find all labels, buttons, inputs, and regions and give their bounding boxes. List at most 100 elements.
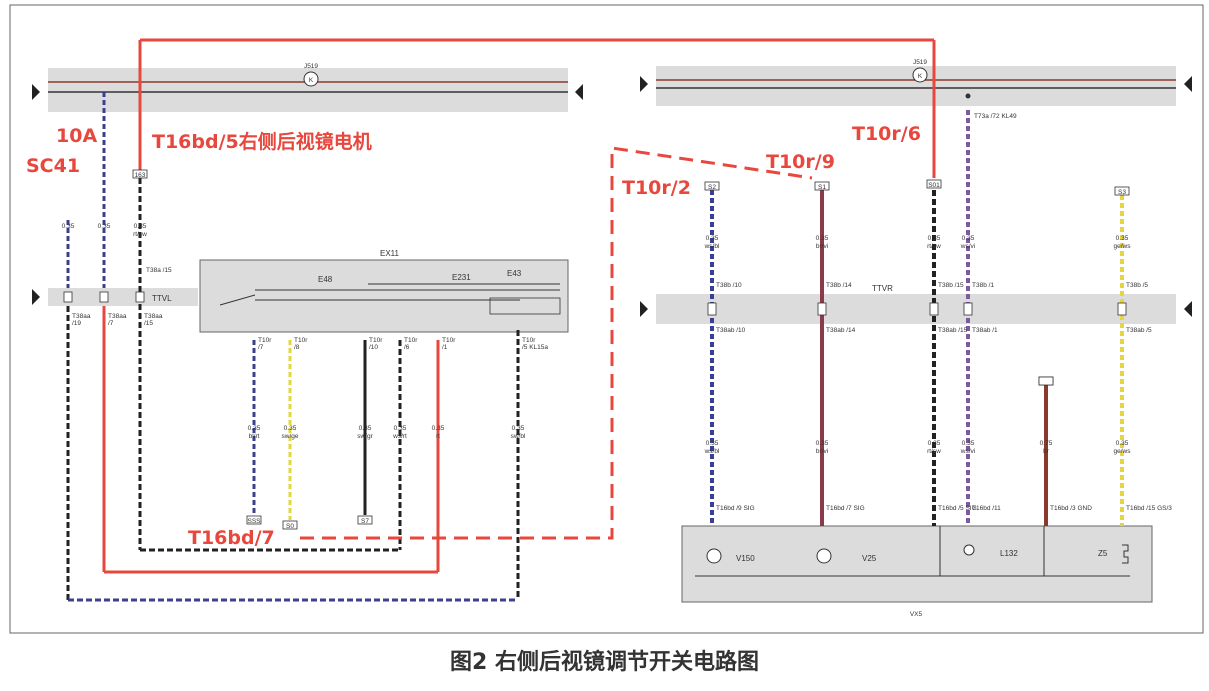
connector-blocks — [63, 291, 1127, 316]
svg-text:T10r: T10r — [294, 337, 308, 344]
svg-text:0.35: 0.35 — [816, 235, 829, 242]
svg-text:T38aa: T38aa — [108, 313, 127, 320]
svg-text:T10r: T10r — [442, 337, 456, 344]
annotation-t16bd5: T16bd/5右侧后视镜电机 — [152, 130, 372, 153]
left-wires: 163 — [66, 38, 936, 602]
svg-text:0.35: 0.35 — [134, 223, 147, 230]
svg-text:bl/rt: bl/rt — [249, 433, 260, 440]
svg-text:br: br — [1043, 448, 1050, 455]
svg-text:0.35: 0.35 — [359, 425, 372, 432]
svg-text:T38ab /14: T38ab /14 — [826, 327, 856, 334]
fuse-current: 10A — [56, 125, 97, 147]
ttvr-connector: TTVR — [640, 284, 1192, 324]
svg-text:0.35: 0.35 — [394, 425, 407, 432]
svg-text:T38ab /5: T38ab /5 — [1126, 327, 1152, 334]
tag-75-box — [1038, 376, 1054, 386]
ttvl-connector: TTVL — [32, 288, 198, 306]
svg-text:T38aa: T38aa — [144, 313, 163, 320]
svg-text:S0: S0 — [286, 523, 294, 530]
svg-text:0.35: 0.35 — [816, 440, 829, 447]
svg-text:K: K — [309, 77, 314, 84]
svg-text:S1: S1 — [818, 184, 826, 191]
annotations: 10A SC41 T16bd/5右侧后视镜电机 T16bd/7 T10r/2 T… — [26, 123, 921, 549]
svg-text:0.75: 0.75 — [1040, 440, 1053, 447]
ttvr-arrow-right-icon — [1184, 301, 1192, 317]
svg-text:T10r: T10r — [258, 337, 272, 344]
svg-text:T38b /1: T38b /1 — [972, 282, 994, 289]
svg-text:/8: /8 — [294, 344, 300, 351]
bus-arrow-right-icon — [575, 84, 583, 100]
svg-text:/6: /6 — [404, 344, 410, 351]
svg-text:T16bd /11: T16bd /11 — [972, 505, 1001, 512]
svg-text:T38b /14: T38b /14 — [826, 282, 852, 289]
svg-text:ws/bl: ws/bl — [704, 243, 720, 250]
annotation-t10r6: T10r/6 — [852, 123, 921, 145]
svg-text:/1: /1 — [442, 344, 448, 351]
svg-text:/19: /19 — [72, 320, 81, 327]
e48-label: E48 — [318, 275, 333, 284]
svg-text:T16bd /3 GND: T16bd /3 GND — [1050, 505, 1092, 512]
svg-text:T38a /15: T38a /15 — [146, 267, 172, 274]
svg-text:rt: rt — [436, 433, 440, 440]
svg-text:S3: S3 — [1118, 189, 1126, 196]
ttvl-label: TTVL — [152, 294, 172, 303]
figure-caption: 图2 右侧后视镜调节开关电路图 — [450, 650, 759, 675]
svg-text:T10r: T10r — [404, 337, 418, 344]
vx5-label: VX5 — [910, 611, 923, 618]
lamp-l132-icon — [963, 544, 975, 556]
svg-text:T10r: T10r — [369, 337, 383, 344]
svg-text:ge/ws: ge/ws — [1114, 448, 1132, 455]
component-l132: L132 — [1000, 549, 1018, 558]
svg-text:0.35: 0.35 — [284, 425, 297, 432]
svg-text:T16bd /9 SIG: T16bd /9 SIG — [716, 505, 755, 512]
svg-text:T38b /15: T38b /15 — [938, 282, 964, 289]
j519-node-left — [303, 71, 319, 87]
svg-text:T16bd /15 GS/3: T16bd /15 GS/3 — [1126, 505, 1172, 512]
svg-text:T38ab /15: T38ab /15 — [938, 327, 968, 334]
svg-text:T38ab /1: T38ab /1 — [972, 327, 998, 334]
svg-text:0.35: 0.35 — [512, 425, 525, 432]
svg-text:br/vi: br/vi — [816, 243, 828, 250]
svg-text:0.35: 0.35 — [62, 223, 75, 230]
annotation-t10r9: T10r/9 — [766, 151, 835, 173]
svg-text:T38ab /10: T38ab /10 — [716, 327, 746, 334]
svg-text:sw/bl: sw/bl — [511, 433, 526, 440]
svg-text:0.35: 0.35 — [706, 235, 719, 242]
vx5-module: VX5 V150 V25 L132 Z5 — [681, 525, 1153, 618]
svg-text:0.35: 0.35 — [248, 425, 261, 432]
svg-text:/5 KL15a: /5 KL15a — [522, 344, 548, 351]
svg-text:T38aa: T38aa — [72, 313, 91, 320]
svg-text:T16bd /7 SIG: T16bd /7 SIG — [826, 505, 865, 512]
svg-text:0.35: 0.35 — [962, 235, 975, 242]
svg-text:S7: S7 — [361, 518, 369, 525]
ttvr-label: TTVR — [872, 284, 893, 293]
svg-text:SSS: SSS — [247, 518, 261, 525]
left-wire-labels: 0.35 0.35 0.35 rt/sw T38a /15 T38aa /19 … — [62, 223, 172, 327]
left-bus-label: J519 — [304, 63, 318, 70]
j519-pin-label: T73a /72 KL49 — [974, 113, 1017, 120]
annotation-t16bd7: T16bd/7 — [188, 527, 275, 549]
svg-text:rt/sw: rt/sw — [133, 231, 147, 238]
svg-text:S01: S01 — [928, 182, 940, 189]
svg-text:ws/rt: ws/rt — [392, 433, 407, 440]
svg-text:/7: /7 — [258, 344, 264, 351]
svg-text:ws/bl: ws/bl — [704, 448, 720, 455]
svg-text:K: K — [918, 73, 923, 80]
fuse-id: SC41 — [26, 155, 80, 177]
right-wires — [710, 110, 1124, 526]
component-z5: Z5 — [1098, 549, 1108, 558]
svg-text:/15: /15 — [144, 320, 153, 327]
heater-z5-icon — [1122, 544, 1129, 564]
svg-text:0.35: 0.35 — [928, 440, 941, 447]
component-v25: V25 — [862, 554, 877, 563]
motor-v25-icon — [816, 548, 832, 564]
left-ex-wire-labels: T10r /7 0.35 bl/rt SSS T10r /8 0.35 sw/g… — [246, 337, 548, 530]
ttvr-arrow-left-icon — [640, 301, 648, 317]
annotation-t10r2: T10r/2 — [622, 177, 691, 199]
component-v150: V150 — [736, 554, 755, 563]
svg-text:S2: S2 — [708, 184, 716, 191]
motor-v150-icon — [706, 548, 722, 564]
svg-text:ws/vi: ws/vi — [960, 448, 975, 455]
svg-text:br/vi: br/vi — [816, 448, 828, 455]
